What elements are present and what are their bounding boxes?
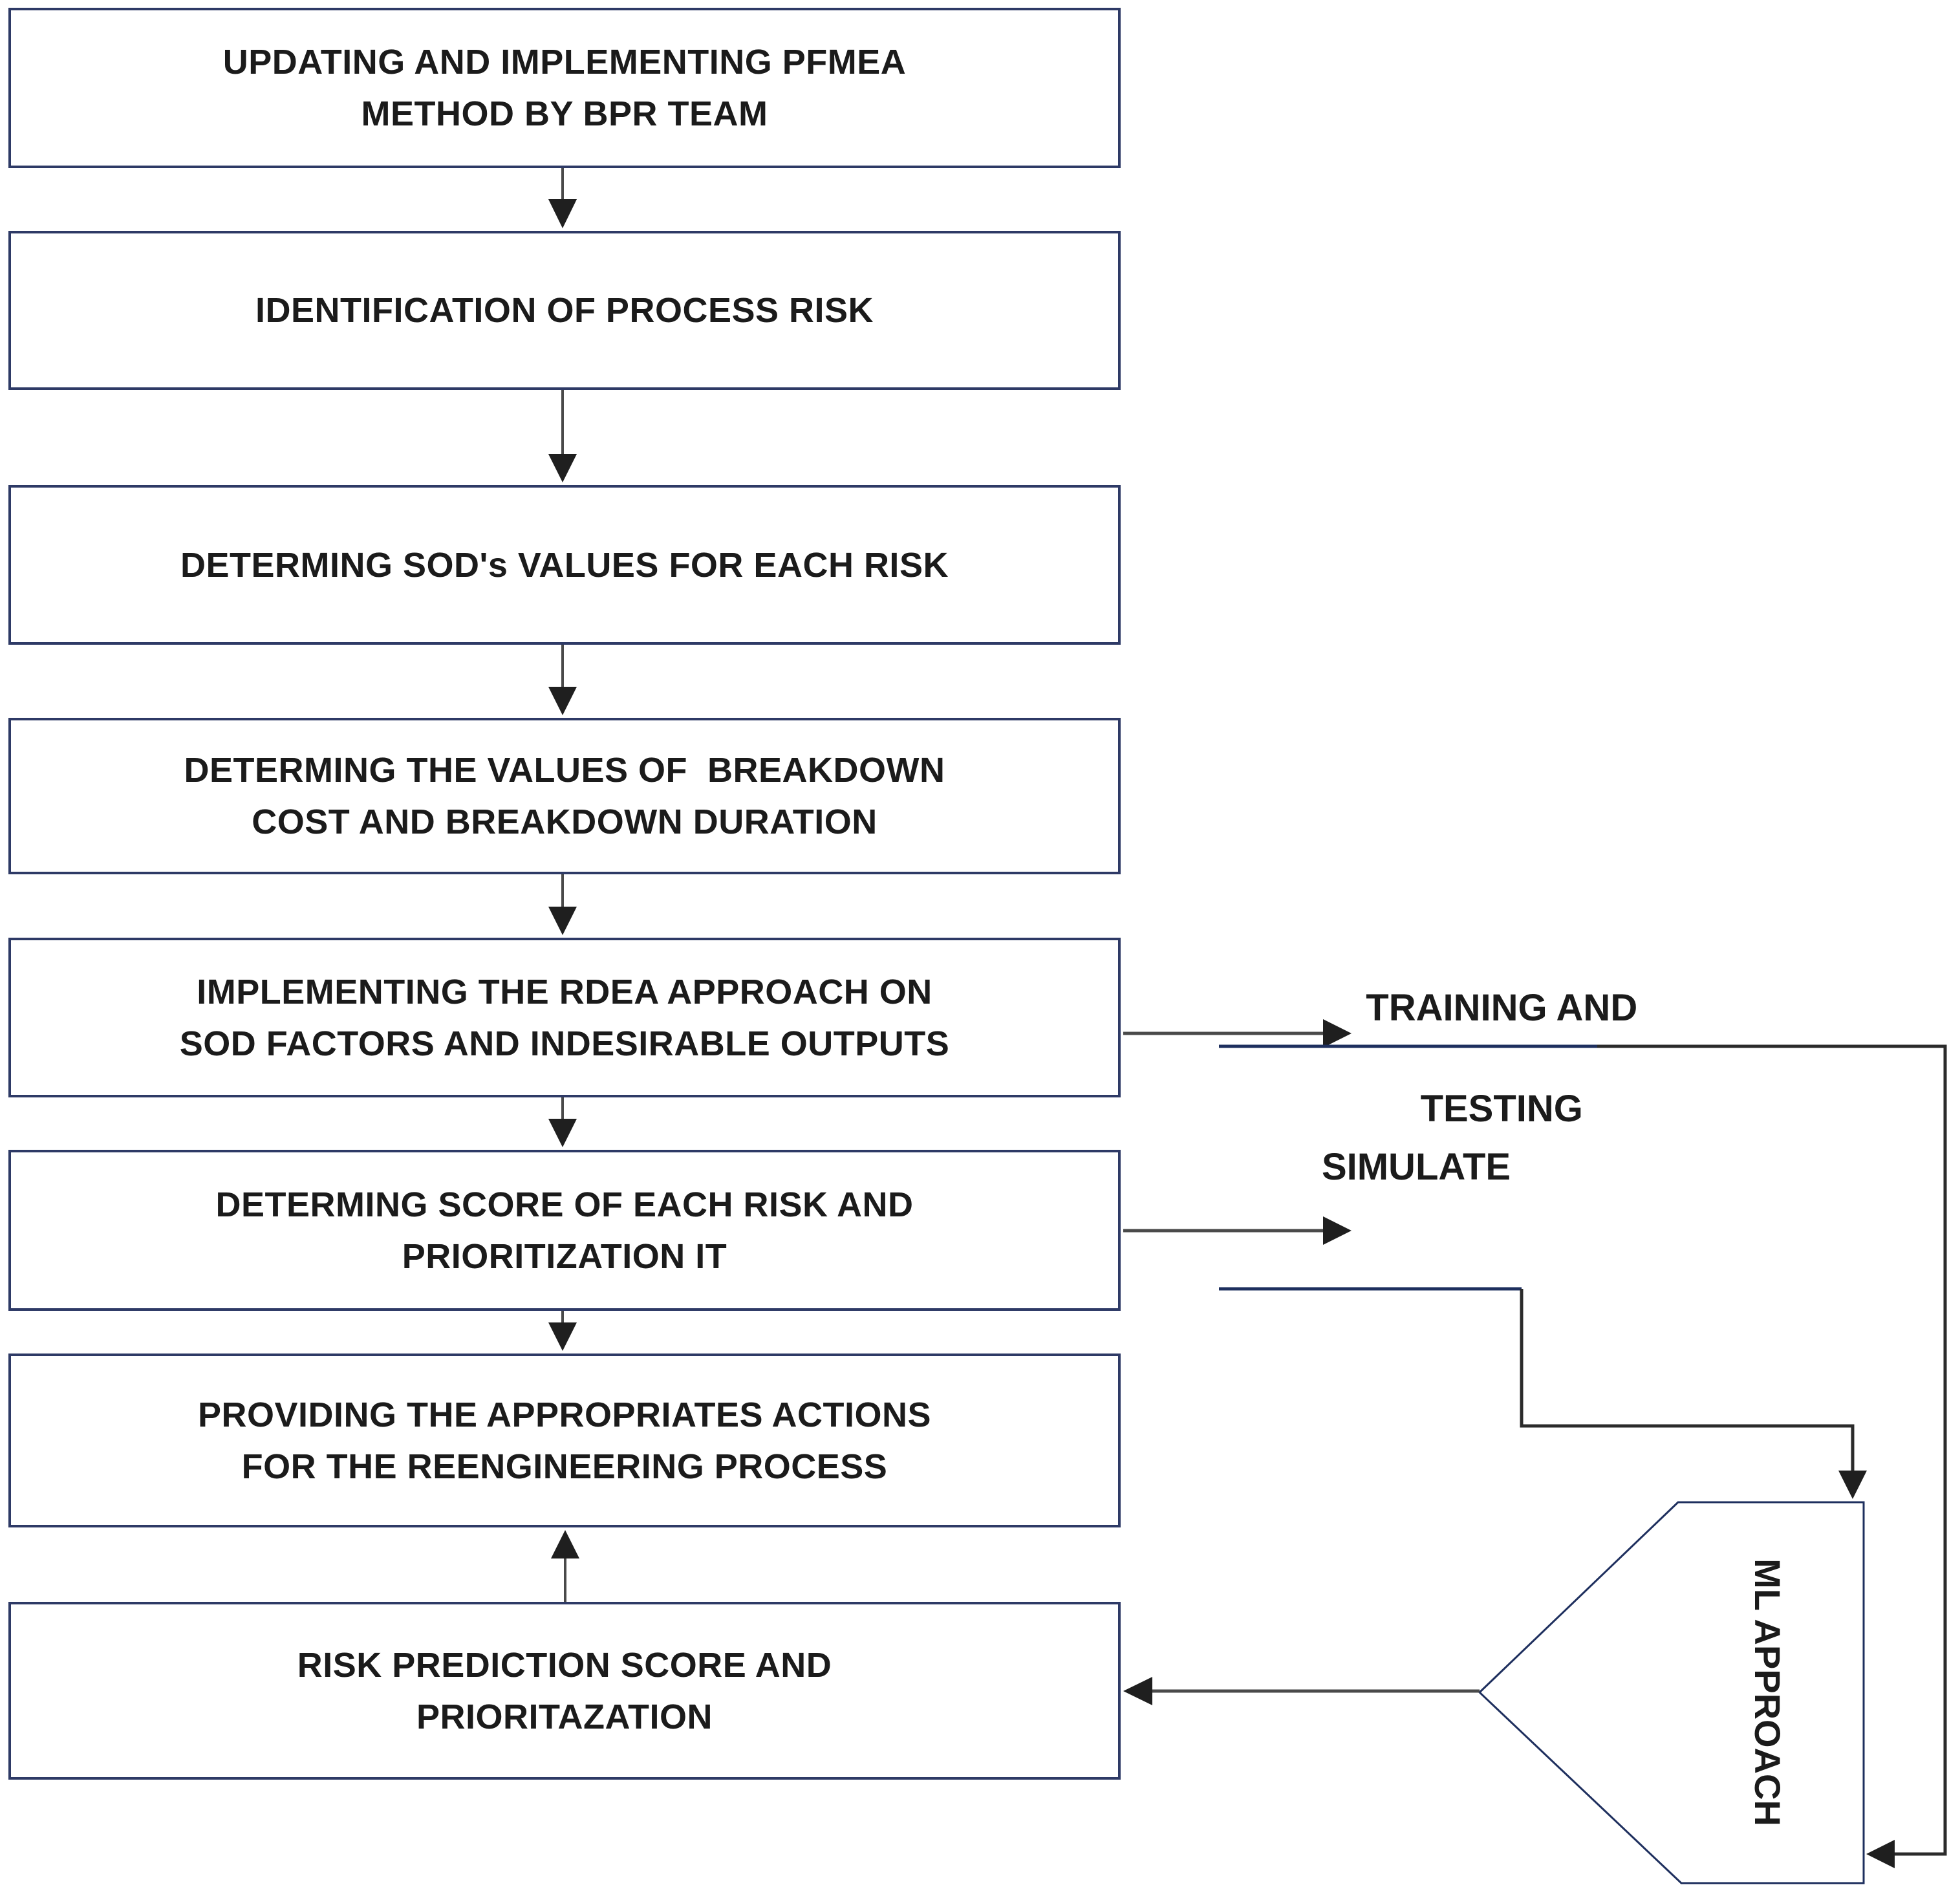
- flow-box-label: SOD FACTORS AND INDESIRABLE OUTPUTS: [179, 1024, 950, 1063]
- flow-box-score-prioritization: DETERMING SCORE OF EACH RISK AND PRIORIT…: [8, 1150, 1121, 1311]
- arrow-box6-simulate: [1123, 1216, 1352, 1245]
- arrow-box5-training: [1123, 1019, 1352, 1048]
- flow-box-label: PRIORITAZATION: [416, 1697, 713, 1736]
- flow-box-sod-values: DETERMING SOD's VALUES FOR EACH RISK: [8, 485, 1121, 645]
- ml-approach-shape: [1478, 1501, 1865, 1884]
- flow-box-providing-actions: PROVIDING THE APPROPRIATES ACTIONS FOR T…: [8, 1353, 1121, 1527]
- arrow-ml-box8: [1123, 1677, 1480, 1705]
- flow-box-label: UPDATING AND IMPLEMENTING PFMEA: [222, 43, 907, 81]
- arrow-box4-box5: [548, 874, 577, 935]
- simulate-label: SIMULATE: [1321, 1146, 1511, 1188]
- flow-box-label: DETERMING THE VALUES OF BREAKDOWN: [184, 751, 945, 790]
- flow-box-identification-risk: IDENTIFICATION OF PROCESS RISK: [8, 231, 1121, 390]
- flow-box-label: PROVIDING THE APPROPRIATES ACTIONS: [197, 1395, 932, 1434]
- ml-approach-label: ML APPROACH: [1747, 1558, 1788, 1826]
- flow-box-label: IMPLEMENTING THE RDEA APPROACH ON: [197, 972, 932, 1011]
- arrow-box3-box4: [548, 645, 577, 715]
- arrow-box1-box2: [548, 168, 577, 228]
- training-testing-line: TRAINING AND: [1366, 987, 1638, 1029]
- flow-box-rdea-approach: IMPLEMENTING THE RDEA APPROACH ON SOD FA…: [8, 938, 1121, 1097]
- flow-box-updating-pfmea: UPDATING AND IMPLEMENTING PFMEA METHOD B…: [8, 8, 1121, 168]
- arrow-box8-box7-up: [551, 1530, 579, 1602]
- flow-box-label: DETERMING SCORE OF EACH RISK AND: [215, 1185, 914, 1224]
- flow-box-label: RISK PREDICTION SCORE AND: [297, 1645, 832, 1685]
- flow-box-label: COST AND BREAKDOWN DURATION: [252, 803, 878, 841]
- flow-box-label: PRIORITIZATION IT: [402, 1236, 727, 1276]
- arrow-box5-box6: [548, 1097, 577, 1147]
- connector-simulate-to-ml: [1219, 1287, 1867, 1499]
- arrow-box2-box3: [548, 390, 577, 482]
- arrow-box6-box7: [548, 1311, 577, 1351]
- flow-box-risk-prediction: RISK PREDICTION SCORE AND PRIORITAZATION: [8, 1602, 1121, 1780]
- flow-box-label: FOR THE REENGINEERING PROCESS: [241, 1447, 888, 1486]
- connector-training-to-ml: [1219, 1044, 1947, 1868]
- flow-box-label: DETERMING SOD's VALUES FOR EACH RISK: [180, 545, 949, 585]
- flow-box-label: METHOD BY BPR TEAM: [361, 94, 768, 133]
- training-testing-line: TESTING: [1420, 1088, 1583, 1130]
- flow-box-breakdown-values: DETERMING THE VALUES OF BREAKDOWN COST A…: [8, 718, 1121, 874]
- training-testing-label: TRAINING AND TESTING: [1255, 933, 1707, 1185]
- flow-box-label: IDENTIFICATION OF PROCESS RISK: [255, 291, 874, 330]
